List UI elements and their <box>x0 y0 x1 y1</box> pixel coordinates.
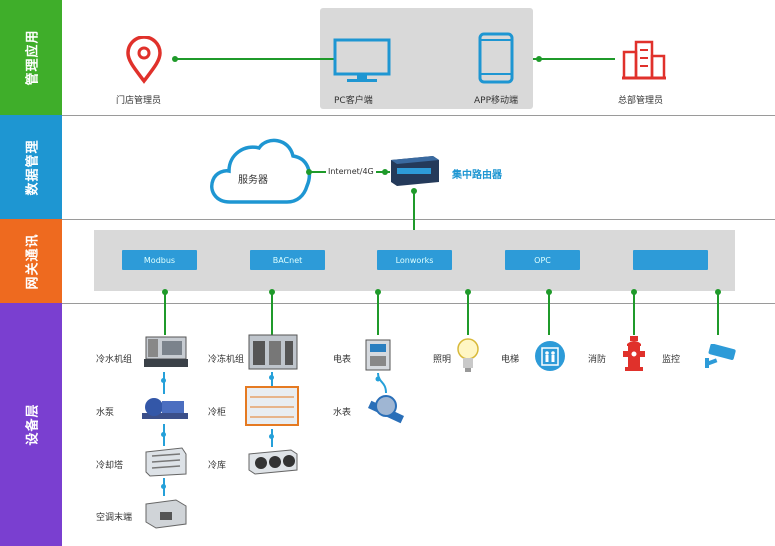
connector-dot <box>269 434 274 439</box>
protocol-lonworks: Lonworks <box>377 250 452 270</box>
building-icon <box>622 40 666 80</box>
connector-dot <box>411 188 417 194</box>
divider <box>62 115 775 116</box>
connector-dot <box>631 289 637 295</box>
connector-dot <box>161 378 166 383</box>
connector-line <box>467 291 469 335</box>
connector-line <box>717 291 719 335</box>
connector-line <box>533 58 615 60</box>
air-handler-icon <box>145 499 187 529</box>
light-bulb-icon <box>457 338 479 372</box>
device-label: 照明 <box>433 355 452 365</box>
cooling-tower-icon <box>145 447 187 477</box>
band-data-label: 数据管理 <box>25 138 41 196</box>
mobile-phone-icon <box>478 32 514 84</box>
water-meter-icon <box>367 395 405 424</box>
connector-line <box>413 190 415 230</box>
pc-client-label: PC客户端 <box>334 96 373 106</box>
device-link-line <box>163 372 165 394</box>
connector-line <box>377 291 379 335</box>
band-mgmt: 管理应用 <box>0 0 62 115</box>
connector-line <box>175 58 335 60</box>
connector-dot <box>715 289 721 295</box>
device-label: 冷水机组 <box>96 355 133 365</box>
protocol-modbus: Modbus <box>122 250 197 270</box>
connector-dot <box>172 56 178 62</box>
connector-dot <box>465 289 471 295</box>
band-data: 数据管理 <box>0 115 62 219</box>
connector-dot <box>375 289 381 295</box>
device-label: 冷库 <box>208 461 227 471</box>
fire-hydrant-icon <box>623 336 645 371</box>
display-freezer-icon <box>245 386 299 426</box>
band-gateway: 网关通讯 <box>0 219 62 303</box>
internet-link-label: Internet/4G <box>326 167 376 176</box>
chiller-icon <box>144 336 188 367</box>
hq-manager-label: 总部管理员 <box>618 96 664 106</box>
connector-line <box>633 291 635 335</box>
protocol-opc: OPC <box>505 250 580 270</box>
server-label: 服务器 <box>238 175 268 186</box>
connector-dot <box>382 169 388 175</box>
connector-dot <box>161 432 166 437</box>
device-label: 空调末端 <box>96 513 133 523</box>
connector-dot <box>546 289 552 295</box>
connector-dot <box>161 484 166 489</box>
refrigeration-unit-icon <box>248 334 298 370</box>
connector-dot <box>269 289 275 295</box>
device-label: 水表 <box>333 408 352 418</box>
connector-line <box>164 291 166 335</box>
device-label: 冷冻机组 <box>208 355 245 365</box>
router-icon <box>391 156 439 186</box>
device-label: 电表 <box>333 355 352 365</box>
divider <box>62 219 775 220</box>
router-label: 集中路由器 <box>452 170 502 181</box>
connector-dot <box>269 375 274 380</box>
store-manager-label: 门店管理员 <box>116 96 162 106</box>
device-label: 冷柜 <box>208 408 227 418</box>
connector-line <box>271 291 273 335</box>
app-client-label: APP移动端 <box>474 96 519 106</box>
cloud-server-icon <box>210 138 312 204</box>
device-label: 水泵 <box>96 408 115 418</box>
device-label: 监控 <box>662 355 681 365</box>
device-label: 电梯 <box>501 355 520 365</box>
device-label: 冷却塔 <box>96 461 124 471</box>
protocol-bacnet: BACnet <box>250 250 325 270</box>
link-curve <box>375 372 387 394</box>
connector-line <box>548 291 550 335</box>
band-device: 设备层 <box>0 303 62 546</box>
protocol-blank <box>633 250 708 270</box>
surveillance-camera-icon <box>705 344 736 368</box>
band-mgmt-label: 管理应用 <box>25 29 41 86</box>
water-pump-icon <box>142 398 188 419</box>
elevator-icon <box>535 341 565 371</box>
connector-dot <box>162 289 168 295</box>
client-panel <box>320 8 533 109</box>
band-device-label: 设备层 <box>25 403 41 446</box>
band-gateway-label: 网关通讯 <box>25 232 41 290</box>
location-pin-icon <box>126 36 162 84</box>
electric-meter-icon <box>365 339 391 371</box>
cold-storage-icon <box>248 449 298 475</box>
pc-monitor-icon <box>333 38 391 82</box>
connector-dot <box>306 169 312 175</box>
device-label: 消防 <box>588 355 607 365</box>
divider <box>62 303 775 304</box>
connector-dot <box>536 56 542 62</box>
